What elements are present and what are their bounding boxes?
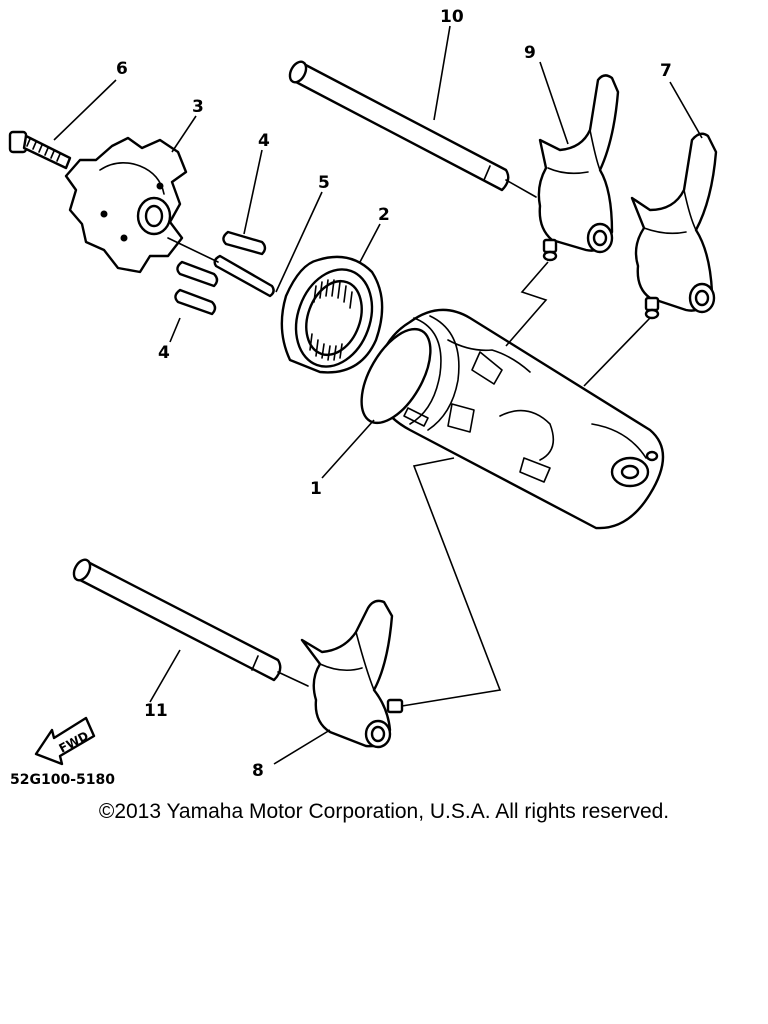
shift-guide-bar-upper	[288, 60, 537, 198]
long-pin	[167, 237, 275, 298]
forward-arrow-icon: FWD	[34, 716, 96, 766]
leader-lines	[53, 25, 703, 765]
shift-fork-right	[630, 132, 718, 320]
callout-numbers: 1 2 3 4 4 5 6 7 8 9 10 11	[116, 7, 672, 781]
dowel-pin-upper	[222, 230, 267, 256]
callout-10: 10	[440, 7, 464, 27]
shift-guide-bar-lower	[72, 558, 309, 687]
callout-5: 5	[318, 173, 330, 193]
callout-3: 3	[192, 97, 204, 117]
callout-1: 1	[310, 479, 322, 499]
shift-drum	[360, 308, 665, 530]
diagram-code: 52G100-5180	[10, 772, 115, 788]
exploded-parts-diagram: 1 2 3 4 4 5 6 7 8 9 10 11 FWD 52G100-518…	[8, 7, 718, 788]
callout-6: 6	[116, 59, 128, 79]
callout-4-lower: 4	[158, 343, 170, 363]
copyright-notice: ©2013 Yamaha Motor Corporation, U.S.A. A…	[98, 800, 670, 823]
callout-8: 8	[252, 761, 264, 781]
needle-bearing	[280, 255, 384, 374]
dowel-pin-middle	[176, 260, 219, 288]
callout-7: 7	[660, 61, 672, 81]
shift-fork-lower	[300, 599, 404, 749]
shift-fork-upper	[537, 74, 620, 262]
bolt	[8, 130, 72, 170]
callout-11: 11	[144, 701, 168, 721]
shift-cam-segment	[64, 136, 188, 274]
callout-4-upper: 4	[258, 131, 270, 151]
dowel-pin-lower	[174, 288, 217, 316]
callout-2: 2	[378, 205, 390, 225]
callout-9: 9	[524, 43, 536, 63]
